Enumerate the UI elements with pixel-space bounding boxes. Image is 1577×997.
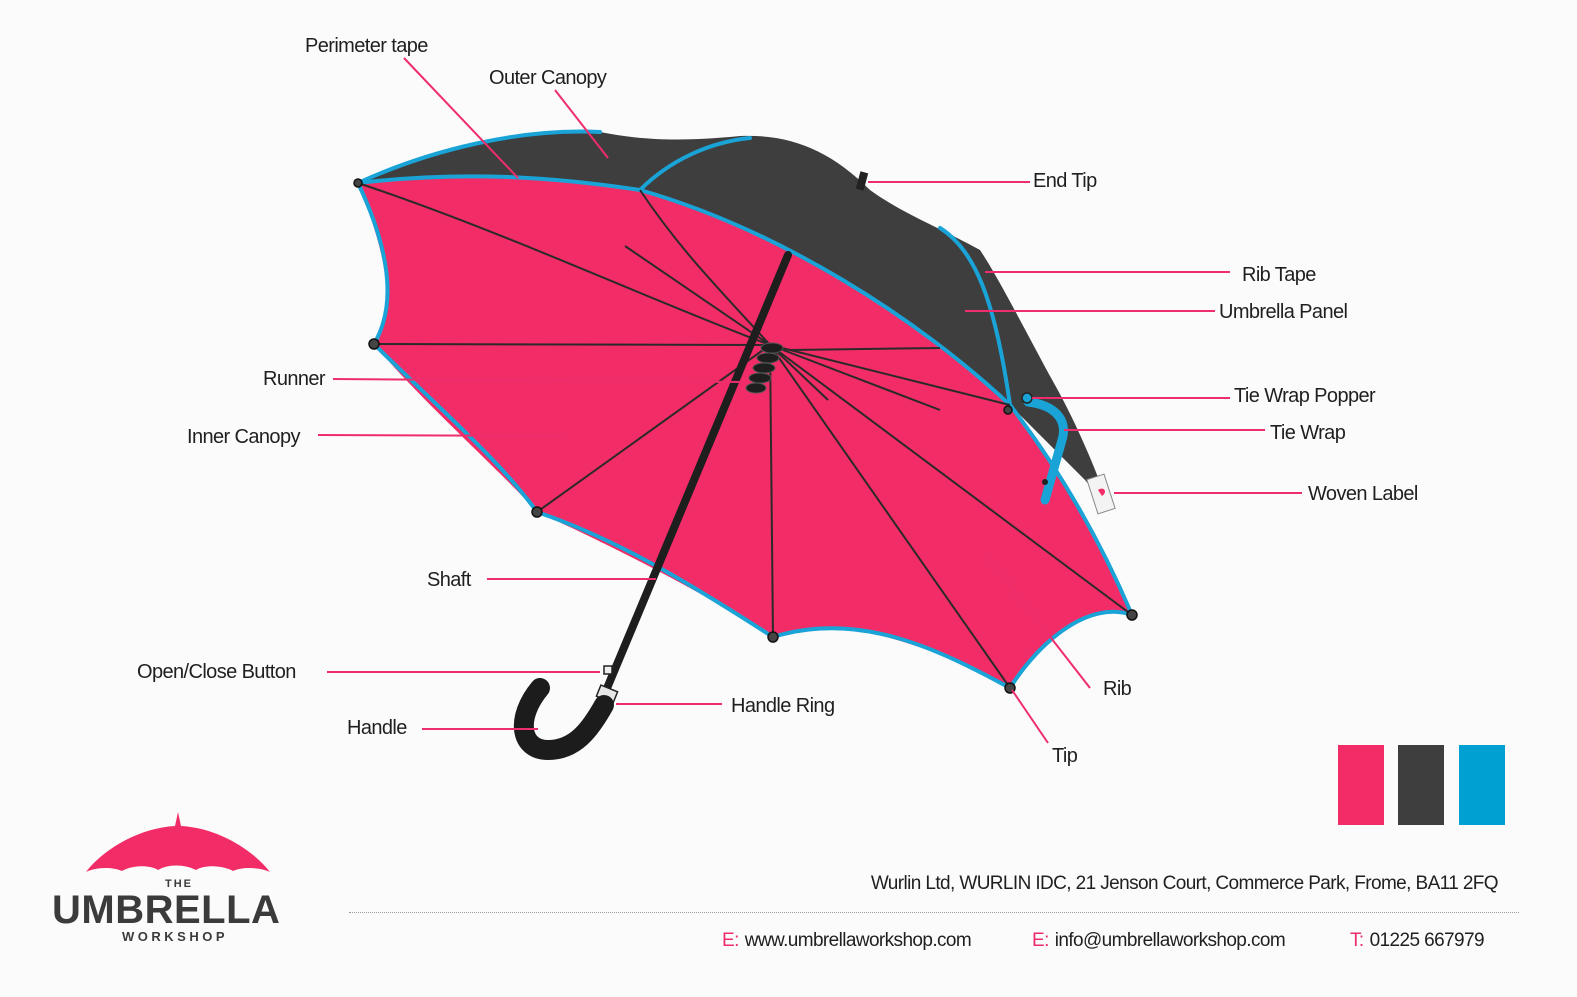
footer-divider — [349, 912, 1519, 913]
footer-email-link[interactable]: info@umbrellaworkshop.com — [1054, 930, 1286, 951]
footer-phone-number: 01225 667979 — [1369, 930, 1485, 951]
runner-shape — [745, 342, 784, 394]
rib-tips — [353, 178, 1138, 694]
handle-shape — [513, 678, 614, 761]
label-tie-wrap-popper: Tie Wrap Popper — [1234, 385, 1376, 407]
inner-canopy-shape — [358, 176, 1132, 688]
footer-web-link[interactable]: www.umbrellaworkshop.com — [744, 930, 972, 951]
label-inner-canopy: Inner Canopy — [187, 426, 300, 448]
open-close-button-shape — [603, 665, 613, 675]
label-handle: Handle — [347, 717, 407, 739]
label-perimeter-tape: Perimeter tape — [305, 35, 428, 57]
shaft-shape — [596, 251, 792, 709]
label-end-tip: End Tip — [1033, 170, 1097, 192]
label-woven-label: Woven Label — [1308, 483, 1418, 505]
tie-wrap-popper-shape — [1021, 392, 1033, 404]
label-tip: Tip — [1052, 745, 1078, 767]
label-runner: Runner — [263, 368, 326, 390]
footer-address: Wurlin Ltd, WURLIN IDC, 21 Jenson Court,… — [870, 873, 1499, 894]
label-shaft: Shaft — [427, 569, 471, 591]
label-outer-canopy: Outer Canopy — [489, 67, 607, 89]
logo-the: THE — [165, 878, 193, 890]
label-rib: Rib — [1103, 678, 1132, 700]
footer-email-key: E: — [1032, 930, 1049, 951]
outer-canopy-shape — [358, 131, 1110, 510]
footer-phone: T:01225 667979 — [1350, 930, 1485, 952]
leader-lines — [317, 57, 1302, 744]
swatch-charcoal — [1398, 745, 1444, 825]
label-tie-wrap: Tie Wrap — [1270, 422, 1346, 444]
footer-web-key: E: — [722, 930, 739, 951]
perimeter-tape-lines — [356, 129, 1134, 690]
logo-name: UMBRELLA — [52, 888, 281, 932]
end-tip-shape — [855, 171, 869, 191]
swatch-pink — [1338, 745, 1384, 825]
label-umbrella-panel: Umbrella Panel — [1219, 301, 1348, 323]
logo-sub: WORKSHOP — [122, 929, 228, 944]
footer-web: E:www.umbrellaworkshop.com — [722, 930, 972, 952]
ribs — [357, 182, 1133, 689]
label-open-close-button: Open/Close Button — [137, 661, 296, 683]
swatch-blue — [1459, 745, 1505, 825]
footer-email: E:info@umbrellaworkshop.com — [1032, 930, 1286, 952]
umbrella-logo-icon — [86, 812, 270, 872]
tie-wrap-shape — [1023, 397, 1068, 505]
label-rib-tape: Rib Tape — [1242, 264, 1316, 286]
label-handle-ring: Handle Ring — [731, 695, 835, 717]
footer-phone-key: T: — [1350, 930, 1364, 951]
